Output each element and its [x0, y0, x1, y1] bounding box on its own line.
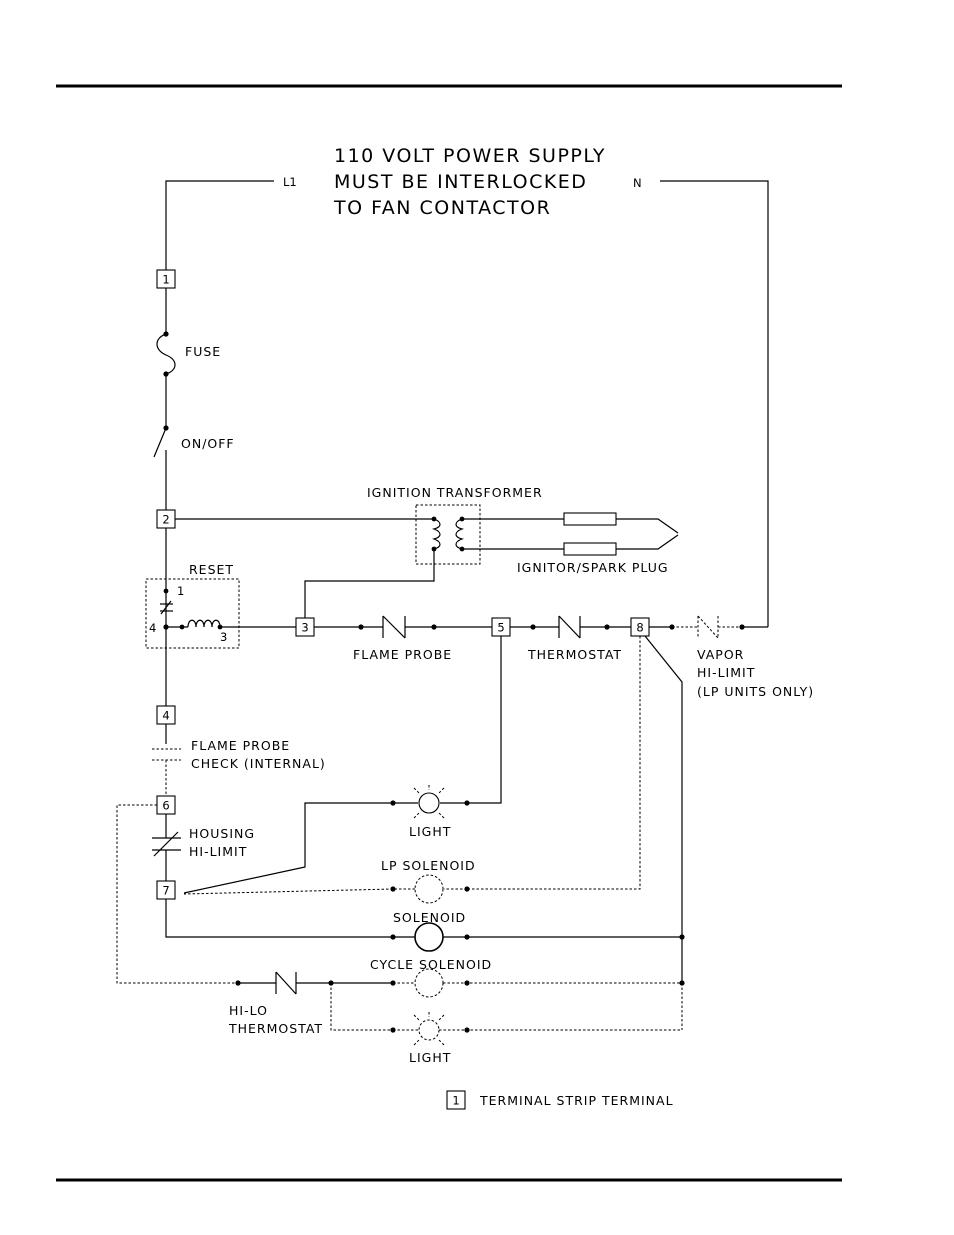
terminal-5-label: 5: [497, 621, 504, 635]
terminal-8: [630, 617, 650, 637]
wire-t7-solenoid: [165, 899, 393, 938]
hilo-label2: THERMOSTAT: [228, 1021, 323, 1036]
n-label: N: [633, 176, 642, 190]
light-top-label: LIGHT: [409, 824, 451, 839]
fuse-label: FUSE: [185, 344, 221, 359]
cycle-solenoid-coil: [414, 968, 444, 998]
on-off-label: ON/OFF: [181, 436, 235, 451]
terminal-8-label: 8: [636, 621, 643, 635]
spark-lead1: [616, 518, 679, 534]
reset-box: [145, 578, 240, 649]
spark-lead2: [616, 534, 679, 550]
indicator-light-bottom: [418, 1019, 440, 1041]
wire-transformer-t3: [304, 549, 435, 618]
power-supply-line3: TO FAN CONTACTOR: [333, 197, 551, 219]
legend-text: TERMINAL STRIP TERMINAL: [479, 1093, 674, 1108]
terminal-2: [156, 509, 176, 529]
wire-t5-light: [467, 636, 502, 804]
housing-label1: HOUSING: [189, 826, 255, 841]
terminal-3-label: 3: [301, 621, 308, 635]
terminal-2-label: 2: [162, 513, 169, 527]
ignitor-electrode1: [563, 512, 617, 526]
vapor-label3: (LP UNITS ONLY): [697, 684, 814, 699]
terminal-3: [295, 617, 315, 637]
vapor-label1: VAPOR: [697, 647, 744, 662]
reset-pin1-label: 1: [177, 584, 184, 598]
reset-label: RESET: [189, 562, 234, 577]
power-supply-title: 110 VOLT POWER SUPPLY: [334, 145, 606, 167]
light-bottom-label: LIGHT: [409, 1050, 451, 1065]
ignition-transformer-label: IGNITION TRANSFORMER: [367, 485, 543, 500]
terminal-7-label: 7: [162, 884, 169, 898]
wire-lp-solenoid-t7: [183, 888, 394, 895]
flame-probe-label: FLAME PROBE: [353, 647, 452, 662]
wire-hilo-light: [330, 983, 393, 1031]
thermostat-label: THERMOSTAT: [527, 647, 622, 662]
terminal-7: [156, 880, 176, 900]
vapor-contact-slash: [697, 615, 719, 639]
wire-t8-lp-solenoid: [467, 636, 641, 890]
flame-probe-check-label1: FLAME PROBE: [191, 738, 290, 753]
transformer-secondary-coil: [455, 518, 465, 550]
legend-terminal-symbol: [446, 1090, 466, 1110]
terminal-6: [156, 795, 176, 815]
transformer-primary-coil: [431, 518, 441, 550]
flame-probe-contact-slash: [382, 615, 406, 639]
wire-light-t7: [183, 802, 393, 894]
wire-t8-return: [644, 635, 683, 983]
legend-symbol-label: 1: [452, 1094, 459, 1108]
terminal-1: [156, 269, 176, 289]
lp-solenoid-coil: [414, 874, 444, 904]
n-wire: [660, 180, 769, 627]
terminal-5: [491, 617, 511, 637]
l1-label: L1: [283, 175, 297, 189]
vapor-label2: HI-LIMIT: [697, 665, 755, 680]
cycle-solenoid-label: CYCLE SOLENOID: [370, 957, 492, 972]
solenoid-label: SOLENOID: [393, 910, 466, 925]
reset-pin4-label: 4: [149, 621, 156, 635]
terminal-6-label: 6: [162, 799, 169, 813]
housing-contact-slash: [153, 831, 179, 857]
housing-label2: HI-LIMIT: [189, 844, 247, 859]
l1-wire: [165, 180, 274, 270]
ignition-transformer-box: [415, 504, 481, 565]
reset-coil: [187, 619, 221, 628]
terminal-4: [156, 705, 176, 725]
hilo-label1: HI-LO: [229, 1003, 268, 1018]
terminal-1-label: 1: [162, 273, 169, 287]
reset-contact-slash: [160, 600, 172, 615]
indicator-light-top: [418, 792, 440, 814]
wire-t6-hilo: [116, 804, 238, 984]
hilo-contact-slash: [275, 971, 297, 995]
flame-probe-check-label2: CHECK (INTERNAL): [191, 756, 326, 771]
terminal-4-label: 4: [162, 709, 169, 723]
reset-pin3-label: 3: [220, 630, 227, 644]
thermostat-contact-slash: [558, 615, 581, 639]
power-supply-line2: MUST BE INTERLOCKED: [334, 171, 587, 193]
fuse-symbol: [156, 333, 176, 375]
ignitor-label: IGNITOR/SPARK PLUG: [517, 560, 669, 575]
lp-solenoid-label: LP SOLENOID: [381, 858, 476, 873]
solenoid-coil: [414, 922, 444, 952]
on-off-switch[interactable]: [153, 427, 167, 458]
ignitor-electrode2: [563, 542, 617, 556]
